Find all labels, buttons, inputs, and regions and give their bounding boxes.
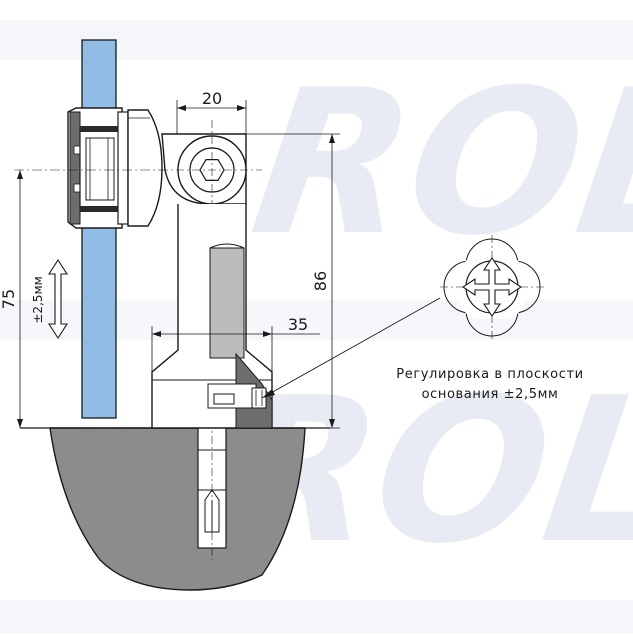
glass-panel: [81, 39, 117, 419]
support-post: [151, 204, 273, 429]
watermark-text-top: ROLL: [241, 47, 633, 280]
watermark-logo: ROLL ROLL: [0, 20, 633, 633]
dimension-label-35: 35: [288, 315, 308, 334]
dimension-label-86: 86: [311, 271, 330, 291]
annotation-line-2: основания ±2,5мм: [422, 387, 559, 402]
annotation-line-1: Регулировка в плоскости: [396, 367, 583, 382]
leader-line: [261, 297, 441, 399]
cross-arrows-icon: [462, 257, 522, 317]
inner-tube: [209, 247, 245, 359]
base-body: [49, 427, 306, 591]
dimension-label-75: 75: [0, 289, 18, 309]
double-arrow-vertical-icon: [47, 258, 69, 340]
dimension-base-width: 35: [151, 315, 320, 372]
dimension-height-total: 86: [246, 133, 340, 429]
vertical-adjust-label: ±2,5мм: [31, 276, 45, 323]
dimension-width-top: 20: [176, 89, 247, 134]
dimension-label-20: 20: [202, 89, 222, 108]
adjustment-annotation: Регулировка в плоскости основания ±2,5мм: [396, 367, 583, 402]
anchor-bolt: [197, 420, 227, 560]
vertical-adjust-indicator: ±2,5мм: [31, 258, 69, 340]
clamp-cone: [127, 109, 163, 227]
dimension-height-glass: 75: [0, 169, 160, 428]
planar-adjust-symbol: [440, 235, 544, 339]
glass-clamp: [67, 107, 129, 229]
